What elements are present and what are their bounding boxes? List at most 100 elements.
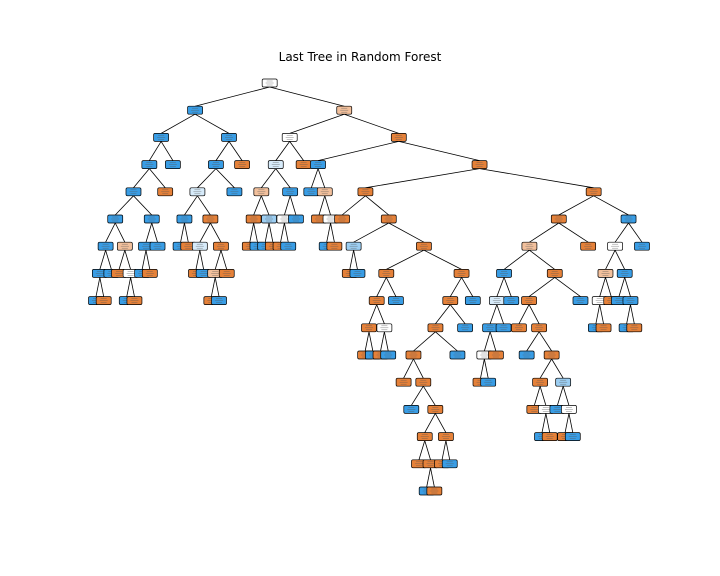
tree-edge bbox=[557, 386, 564, 406]
split-node-59 bbox=[316, 187, 333, 197]
tree-edge bbox=[538, 331, 552, 352]
tree-edge bbox=[118, 250, 126, 270]
tree-edge bbox=[541, 413, 547, 433]
split-node-33 bbox=[189, 187, 206, 197]
tree-edge bbox=[149, 141, 162, 161]
tree-edge bbox=[435, 331, 458, 352]
split-node-41 bbox=[245, 214, 262, 224]
tree-edge bbox=[145, 250, 151, 270]
tree-edge bbox=[253, 222, 258, 243]
split-node-133 bbox=[622, 296, 639, 305]
tree-edge bbox=[558, 195, 594, 216]
split-node-95 bbox=[357, 187, 374, 197]
split-node-94 bbox=[380, 214, 397, 224]
split-node-32 bbox=[202, 214, 219, 224]
tree-edge bbox=[180, 222, 185, 243]
tree-edge bbox=[344, 113, 399, 134]
split-node-83 bbox=[438, 432, 454, 441]
tree-edge bbox=[624, 277, 631, 297]
tree-edge bbox=[385, 277, 397, 297]
tree-edge bbox=[539, 386, 547, 406]
leaf-node-36 bbox=[234, 160, 250, 169]
split-node-92 bbox=[453, 269, 470, 278]
tree-edge bbox=[595, 304, 601, 324]
split-node-102 bbox=[488, 296, 505, 305]
split-node-134 bbox=[616, 269, 633, 278]
split-node-119 bbox=[521, 296, 537, 305]
tree-edge bbox=[614, 222, 629, 243]
tree-edge bbox=[434, 413, 447, 433]
leaf-node-103 bbox=[503, 296, 520, 305]
split-node-141 bbox=[336, 105, 353, 115]
tree-edge bbox=[341, 195, 366, 216]
leaf-node-61 bbox=[334, 214, 350, 224]
split-node-44 bbox=[261, 214, 277, 224]
leaf-node-75 bbox=[403, 405, 420, 414]
tree-edge bbox=[518, 304, 530, 324]
split-node-118 bbox=[531, 323, 547, 333]
split-node-88 bbox=[427, 323, 444, 333]
tree-edge bbox=[539, 358, 552, 379]
tree-edge bbox=[353, 222, 389, 243]
leaf-node-126 bbox=[595, 323, 612, 333]
split-node-4 bbox=[97, 241, 114, 251]
tree-edge bbox=[330, 222, 335, 243]
leaf-node-52 bbox=[295, 160, 312, 169]
tree-edge bbox=[568, 413, 574, 433]
leaf-node-99 bbox=[488, 350, 504, 360]
tree-edge bbox=[554, 277, 581, 297]
tree-edge bbox=[253, 195, 262, 216]
tree-edge bbox=[528, 304, 540, 324]
split-node-60 bbox=[310, 160, 326, 169]
tree-edge bbox=[317, 141, 399, 161]
tree-edge bbox=[449, 277, 462, 297]
tree-edge bbox=[160, 141, 174, 161]
tree-edge bbox=[268, 222, 274, 243]
tree-edge bbox=[626, 304, 631, 324]
split-node-142 bbox=[261, 78, 278, 88]
tree-edge bbox=[99, 277, 105, 297]
split-node-111 bbox=[532, 377, 548, 387]
tree-edge bbox=[99, 250, 106, 270]
split-node-35 bbox=[208, 160, 224, 169]
tree-edge bbox=[199, 250, 205, 270]
tree-edge bbox=[261, 168, 277, 189]
leaf-node-136 bbox=[634, 241, 650, 251]
tree-edge bbox=[435, 304, 451, 325]
tree-edge bbox=[529, 222, 560, 243]
split-node-90 bbox=[442, 296, 459, 305]
split-node-124 bbox=[550, 214, 567, 224]
split-node-140 bbox=[390, 133, 407, 142]
split-node-45 bbox=[253, 187, 270, 197]
leaf-node-89 bbox=[457, 323, 473, 333]
split-node-31 bbox=[213, 241, 229, 251]
leaf-node-123 bbox=[580, 241, 597, 251]
tree-edge bbox=[214, 277, 220, 297]
tree-edge bbox=[145, 222, 153, 243]
tree-edge bbox=[449, 304, 466, 325]
split-node-121 bbox=[546, 269, 563, 278]
tree-edge bbox=[197, 168, 217, 189]
tree-edge bbox=[593, 195, 629, 216]
split-node-20 bbox=[153, 133, 169, 142]
split-node-104 bbox=[496, 269, 512, 278]
tree-edge bbox=[184, 222, 189, 243]
split-node-51 bbox=[267, 160, 284, 169]
tree-edge bbox=[533, 386, 541, 406]
split-node-73 bbox=[378, 269, 395, 278]
tree-edge bbox=[605, 277, 612, 297]
chart-title: Last Tree in Random Forest bbox=[278, 50, 442, 64]
tree-edge bbox=[126, 277, 131, 297]
leaf-node-17 bbox=[157, 187, 174, 197]
tree-edge bbox=[124, 250, 131, 270]
leaf-node-14 bbox=[149, 241, 166, 251]
tree-edge bbox=[426, 467, 431, 488]
leaf-node-12 bbox=[141, 269, 158, 278]
leaf-node-63 bbox=[349, 269, 366, 278]
tree-edge bbox=[349, 250, 355, 270]
leaf-node-82 bbox=[441, 459, 458, 469]
tree-edge bbox=[526, 331, 540, 352]
tree-edge bbox=[630, 304, 635, 324]
leaf-node-28 bbox=[211, 296, 227, 305]
tree-edge bbox=[194, 113, 230, 134]
